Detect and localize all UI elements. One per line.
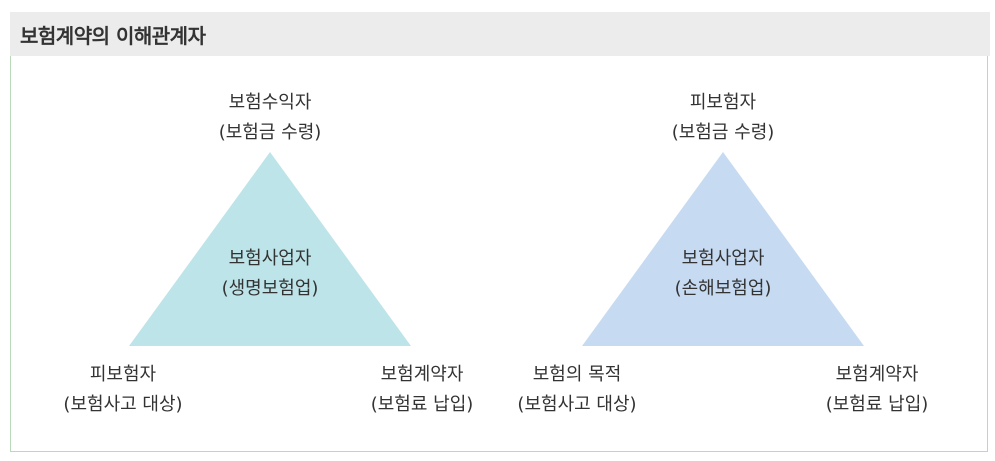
right-bottom-left-line2: (보험사고 대상) xyxy=(517,394,637,415)
section-title: 보험계약의 이해관계자 xyxy=(20,23,206,48)
left-center-label: 보험사업자 (생명보험업) xyxy=(222,244,319,304)
right-center-line1: 보험사업자 xyxy=(681,248,765,269)
section-header: 보험계약의 이해관계자 xyxy=(10,12,990,56)
left-bottom-right-line1: 보험계약자 xyxy=(380,364,464,385)
left-top-line1: 보험수익자 xyxy=(228,92,312,113)
content-frame xyxy=(10,56,988,452)
left-top-label: 보험수익자 (보험금 수령) xyxy=(219,88,322,148)
nonlife-insurance-triangle xyxy=(582,152,864,346)
left-center-line1: 보험사업자 xyxy=(228,248,312,269)
right-bottom-right-line2: (보험료 납입) xyxy=(825,394,929,415)
left-bottom-right-line2: (보험료 납입) xyxy=(370,394,474,415)
right-bottom-left-label: 보험의 목적 (보험사고 대상) xyxy=(517,360,636,420)
left-center-line2: (생명보험업) xyxy=(221,278,319,299)
left-bottom-right-label: 보험계약자 (보험료 납입) xyxy=(371,360,474,420)
right-bottom-right-label: 보험계약자 (보험료 납입) xyxy=(826,360,929,420)
left-bottom-left-label: 피보험자 (보험사고 대상) xyxy=(63,360,182,420)
right-center-label: 보험사업자 (손해보험업) xyxy=(675,244,772,304)
right-center-line2: (손해보험업) xyxy=(674,278,772,299)
right-bottom-left-line1: 보험의 목적 xyxy=(532,364,622,385)
left-bottom-left-line1: 피보험자 xyxy=(89,364,157,385)
right-top-line2: (보험금 수령) xyxy=(671,122,775,143)
left-top-line2: (보험금 수령) xyxy=(218,122,322,143)
right-top-label: 피보험자 (보험금 수령) xyxy=(672,88,775,148)
right-bottom-right-line1: 보험계약자 xyxy=(835,364,919,385)
right-top-line1: 피보험자 xyxy=(689,92,757,113)
life-insurance-triangle xyxy=(129,152,411,346)
left-bottom-left-line2: (보험사고 대상) xyxy=(63,394,183,415)
